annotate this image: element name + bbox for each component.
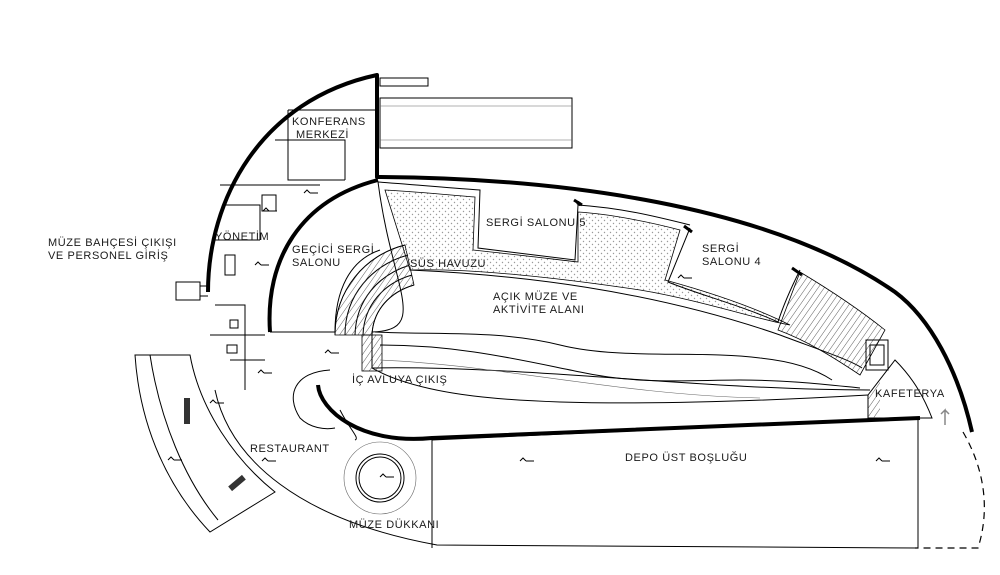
entrance-ramp: [379, 77, 573, 149]
north-arrow-icon: [940, 408, 950, 425]
cafeteria: [867, 359, 933, 419]
label-bahce-1: MÜZE BAHÇESİ ÇIKIŞI: [48, 236, 177, 249]
ornamental-pool: [384, 189, 791, 326]
label-ic-avlu: İÇ AVLUYA ÇIKIŞ: [352, 373, 447, 386]
restaurant-wing: [134, 354, 276, 533]
exhibition-hall-5: [377, 181, 693, 261]
label-depo: DEPO ÜST BOŞLUĞU: [625, 451, 747, 464]
label-gecici-1: GEÇİCİ SERGİ: [292, 243, 374, 256]
label-bahce-2: VE PERSONEL GİRİŞ: [48, 249, 168, 262]
outer-wall: [206, 73, 974, 433]
label-sergi-4-1: SERGİ: [702, 242, 739, 255]
outline-dashed: [915, 431, 985, 549]
amphitheater: [334, 244, 415, 372]
label-konferans-1: KONFERANS: [292, 116, 366, 128]
label-yonetim: YÖNETİM: [215, 230, 269, 243]
label-restaurant: RESTAURANT: [250, 443, 330, 455]
label-sergi-5: SERGİ SALONU 5: [486, 216, 586, 229]
level-marker-icon: [167, 189, 890, 478]
cafe-stairs: [777, 271, 889, 376]
museum-shop: [343, 441, 417, 515]
label-sus-havuzu: SÜS HAVUZU: [410, 258, 486, 270]
label-dukkan: MÜZE DÜKKANI: [349, 519, 439, 531]
label-konferans-2: MERKEZİ: [296, 128, 349, 141]
label-gecici-2: SALONU: [292, 257, 341, 269]
label-acik-1: AÇIK MÜZE VE: [493, 291, 578, 303]
interior-partitions: [175, 109, 377, 390]
label-kafeterya: KAFETERYA: [875, 388, 945, 400]
label-sergi-4-2: SALONU 4: [702, 256, 761, 268]
label-acik-2: AKTİVİTE ALANI: [493, 303, 585, 316]
lower-body: [214, 384, 921, 549]
